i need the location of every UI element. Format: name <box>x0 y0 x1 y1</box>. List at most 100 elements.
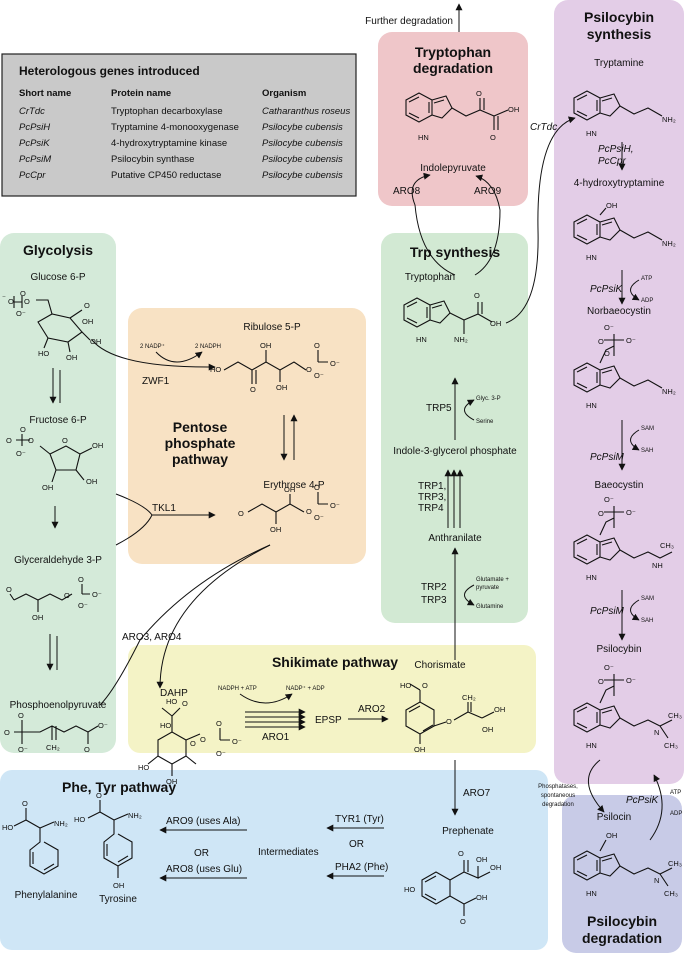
arrow-trp-tryptamine <box>505 116 576 324</box>
label-fructose-6p: Fructose 6-P <box>29 415 87 426</box>
label-psilocybin: Psilocybin <box>596 644 641 655</box>
svg-text:OH: OH <box>606 831 617 840</box>
arrow-psilocybin-psilocin <box>587 759 605 813</box>
arrow-e4p-dahp <box>156 544 271 689</box>
svg-text:OH: OH <box>32 613 43 622</box>
svg-text:O: O <box>62 436 68 445</box>
svg-text:OH: OH <box>508 105 519 114</box>
arrow-psilocin-psilocybin <box>649 774 663 841</box>
label-aro1: ARO1 <box>262 732 290 743</box>
legend-short-name: CrTdc <box>19 106 45 117</box>
label-glucose-6p: Glucose 6-P <box>30 272 85 283</box>
label-phosphatases-1: Phosphatases, <box>538 784 578 790</box>
legend-short-name: PcPsiK <box>19 138 50 149</box>
svg-text:HN: HN <box>586 573 597 582</box>
svg-text:OH: OH <box>494 705 505 714</box>
title-pentose-3: pathway <box>172 451 228 467</box>
region-glycolysis <box>0 233 116 753</box>
label-baeocystin: Baeocystin <box>595 480 644 491</box>
label-pccpr: PcCpr <box>598 156 626 167</box>
label-aro3-aro4: ARO3, ARO4 <box>122 632 182 643</box>
arrow-trp-indolepyruvate-2 <box>474 174 501 276</box>
label-epsp: EPSP <box>315 715 342 726</box>
svg-text:O: O <box>84 301 90 310</box>
label-prephenate: Prephenate <box>442 826 494 837</box>
svg-text:O: O <box>182 699 188 708</box>
svg-text:HN: HN <box>418 133 429 142</box>
arrow-aro1-cofactor <box>239 693 293 704</box>
svg-text:HN: HN <box>586 129 597 138</box>
svg-text:HO: HO <box>2 823 13 832</box>
svg-text:CH₃: CH₃ <box>668 859 682 868</box>
svg-text:O⁻: O⁻ <box>330 359 340 368</box>
svg-text:CH₂: CH₂ <box>46 743 60 752</box>
title-phe-tyr: Phe, Tyr pathway <box>62 779 176 795</box>
label-phenylalanine: Phenylalanine <box>15 890 78 901</box>
svg-text:O: O <box>96 791 102 800</box>
region-phe-tyr <box>0 770 548 950</box>
legend-short-name: PcPsiM <box>19 154 51 165</box>
label-glyceraldehyde-3p: Glyceraldehyde 3-P <box>14 555 102 566</box>
title-glycolysis: Glycolysis <box>23 242 93 258</box>
title-trp-synthesis: Trp synthesis <box>410 244 500 260</box>
title-psilocybin-synthesis-2: synthesis <box>587 26 652 42</box>
svg-text:O⁻: O⁻ <box>604 495 614 504</box>
label-trp5: TRP5 <box>426 403 452 414</box>
legend-organism: Psilocybe cubensis <box>262 138 343 149</box>
svg-text:OH: OH <box>414 745 425 754</box>
svg-text:⁻: ⁻ <box>2 293 6 302</box>
legend-short-name: PcPsiH <box>19 122 50 133</box>
svg-text:NH: NH <box>652 561 663 570</box>
title-shikimate: Shikimate pathway <box>272 654 398 670</box>
label-pcpsik-1: PcPsiK <box>590 284 624 295</box>
legend-header-protein: Protein name <box>111 88 171 99</box>
svg-text:O: O <box>422 681 428 690</box>
svg-text:OH: OH <box>66 353 77 362</box>
region-trp-degradation <box>378 32 528 206</box>
svg-text:NH₂: NH₂ <box>454 335 468 344</box>
legend-organism: Catharanthus roseus <box>262 106 350 117</box>
arrow-ga3p-tkl1 <box>115 514 153 546</box>
arrow-psik-cofactor <box>630 279 640 301</box>
svg-text:O⁻: O⁻ <box>98 721 108 730</box>
legend-protein-name: Putative CP450 reductase <box>111 170 221 181</box>
arrow-g6p-ribulose <box>91 339 216 371</box>
svg-text:O: O <box>598 677 604 686</box>
legend-header-short: Short name <box>19 88 71 99</box>
title-psilocybin-degradation-1: Psilocybin <box>587 913 657 929</box>
label-glyc3p: Glyc. 3-P <box>476 396 501 402</box>
svg-text:CH₃: CH₃ <box>664 889 678 898</box>
label-sah-1: SAH <box>641 448 653 454</box>
label-atp-1: ATP <box>641 276 652 282</box>
arrow-nadp-curve <box>155 351 203 363</box>
svg-text:O: O <box>314 483 320 492</box>
label-trp3: TRP3 <box>421 595 447 606</box>
svg-text:OH: OH <box>606 201 617 210</box>
svg-text:OH: OH <box>82 317 93 326</box>
svg-text:HN: HN <box>416 335 427 344</box>
label-phosphatases-3: degradation <box>542 802 574 808</box>
svg-text:HN: HN <box>586 401 597 410</box>
svg-text:O: O <box>446 717 452 726</box>
label-indole-3-glycerol-phosphate: Indole-3-glycerol phosphate <box>393 446 517 457</box>
region-psilocybin-synthesis <box>554 0 684 784</box>
label-dahp: DAHP <box>160 688 188 699</box>
label-serine: Serine <box>476 419 494 425</box>
arrow-trp5-cofactor <box>464 399 475 421</box>
svg-text:O: O <box>598 509 604 518</box>
legend-organism: Psilocybe cubensis <box>262 170 343 181</box>
svg-text:OH: OH <box>490 319 501 328</box>
svg-text:OH: OH <box>90 337 101 346</box>
title-trp-degradation-1: Tryptophan <box>415 44 491 60</box>
svg-text:OH: OH <box>490 863 501 872</box>
label-sah-2: SAH <box>641 618 653 624</box>
label-psilocin: Psilocin <box>597 812 631 823</box>
label-anthranilate: Anthranilate <box>428 533 482 544</box>
